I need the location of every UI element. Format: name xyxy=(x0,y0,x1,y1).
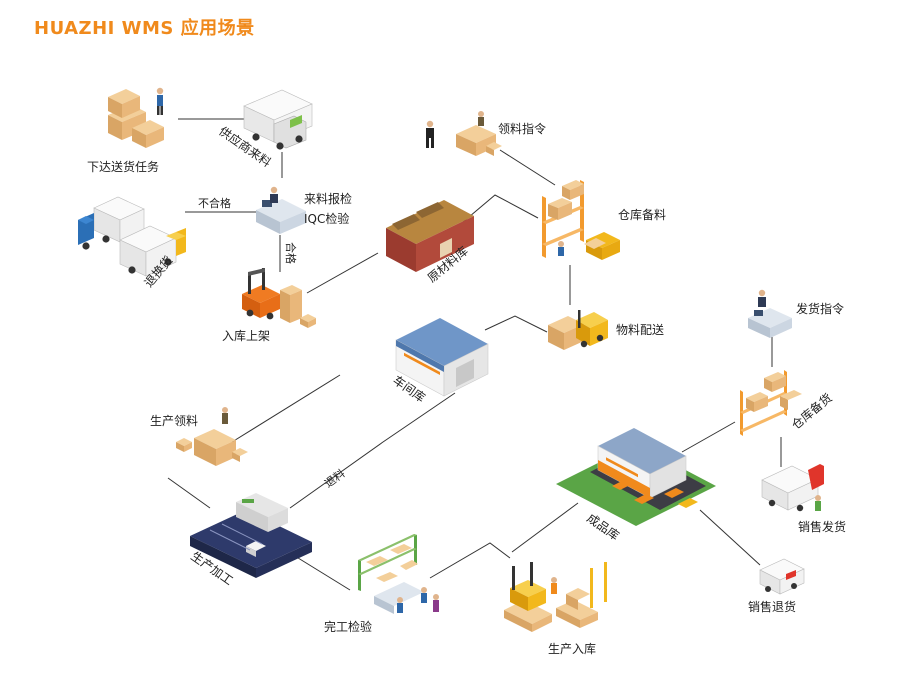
warehouse-icon xyxy=(556,428,716,526)
return-goods-node: 退换货 xyxy=(78,196,186,290)
shelf-icon xyxy=(358,534,418,591)
inspector-desk-icon xyxy=(256,186,306,234)
picking-instruction-label: 领料指令 xyxy=(498,121,546,136)
finished-goods-warehouse-node: 成品库 xyxy=(556,428,716,543)
workers-icon xyxy=(374,582,439,614)
incoming-inspection-label: 来料报检 xyxy=(304,191,352,206)
picking-instruction-node: 领料指令 xyxy=(426,111,546,156)
production-picking-label: 生产领料 xyxy=(150,414,198,428)
sales-return-label: 销售退货 xyxy=(748,599,796,614)
workshop-warehouse-node: 车间库 xyxy=(390,318,489,405)
edge-rawwarehouse-prep xyxy=(462,194,539,223)
inspector-desk-icon xyxy=(748,289,792,338)
forklift-icon xyxy=(548,310,608,350)
pallet-jack-icon xyxy=(556,562,607,628)
worker-icon xyxy=(156,87,164,115)
iqc-inspection-label: IQC检验 xyxy=(304,211,349,226)
supplier-delivery-node: 供应商来料 xyxy=(216,89,313,170)
warehouse-prep-node: 仓库备料 xyxy=(542,180,666,260)
sales-shipment-node: 销售发货 xyxy=(761,464,846,534)
edge-picking-prep xyxy=(499,149,556,186)
unqualified-edge-label: 不合格 xyxy=(198,196,231,210)
box-stack-icon xyxy=(280,285,316,328)
edge-inbound-finished xyxy=(511,502,579,553)
shipping-instruction-node: 发货指令 xyxy=(748,289,844,338)
yellow-truck-icon xyxy=(119,225,186,277)
putaway-node: 入库上架 xyxy=(222,268,316,343)
edge-putaway-rawwarehouse xyxy=(306,252,379,294)
truck-icon xyxy=(761,464,824,512)
completion-inspection-label: 完工检验 xyxy=(324,619,372,634)
qualified-edge-label: 合格 xyxy=(284,242,298,264)
production-inbound-label: 生产入库 xyxy=(548,641,596,656)
sales-shipment-label: 销售发货 xyxy=(798,519,846,534)
edge-completion-inbound xyxy=(429,542,511,579)
production-picking-node: 生产领料 退料 xyxy=(150,407,348,490)
putaway-label: 入库上架 xyxy=(222,328,270,343)
edge-finished-return xyxy=(699,509,761,566)
forklift-icon xyxy=(504,562,557,632)
truck-icon xyxy=(243,89,313,150)
sales-return-node: 销售退货 xyxy=(748,558,805,614)
forklift-icon xyxy=(558,232,620,260)
dispatch-task-label: 下达送货任务 xyxy=(87,159,159,174)
edge-finished-stockup xyxy=(681,421,736,453)
warehouse-prep-label: 仓库备料 xyxy=(618,207,666,222)
forklift-icon xyxy=(242,268,280,320)
blue-truck-icon xyxy=(78,196,145,250)
dispatch-task-node: 下达送货任务 xyxy=(87,87,164,174)
box-stack-icon xyxy=(108,89,164,148)
edge-delivery-workshop xyxy=(484,315,548,333)
production-processing-node: 生产加工 xyxy=(188,493,312,588)
raw-material-warehouse-node: 原材料库 xyxy=(386,200,474,472)
shelf-icon xyxy=(740,370,802,436)
box-stack-icon xyxy=(456,111,502,156)
warehouse-icon xyxy=(386,200,474,472)
production-inbound-node: 生产入库 xyxy=(504,562,607,656)
warehouse-icon xyxy=(395,318,489,397)
van-icon xyxy=(759,558,805,595)
edge-processing-completion xyxy=(289,552,351,591)
material-delivery-node: 物料配送 xyxy=(548,310,664,350)
warehouse-stockup-node: 仓库备货 xyxy=(740,370,835,436)
production-line-icon xyxy=(190,493,312,578)
connector-lines xyxy=(167,118,782,591)
material-delivery-label: 物料配送 xyxy=(616,322,664,337)
inspection-node: 来料报检 IQC检验 不合格 合格 xyxy=(198,186,352,264)
manager-icon xyxy=(426,120,434,148)
page-title: HUAZHI WMS 应用场景 xyxy=(34,18,255,39)
edge-picking-processing xyxy=(167,477,211,509)
completion-inspection-node: 完工检验 xyxy=(324,534,439,634)
box-stack-icon xyxy=(176,407,248,466)
edge-workshop-processing xyxy=(289,392,456,509)
shipping-instruction-label: 发货指令 xyxy=(796,301,844,316)
shelf-icon xyxy=(542,180,584,258)
edge-workshop-picking xyxy=(231,374,341,443)
